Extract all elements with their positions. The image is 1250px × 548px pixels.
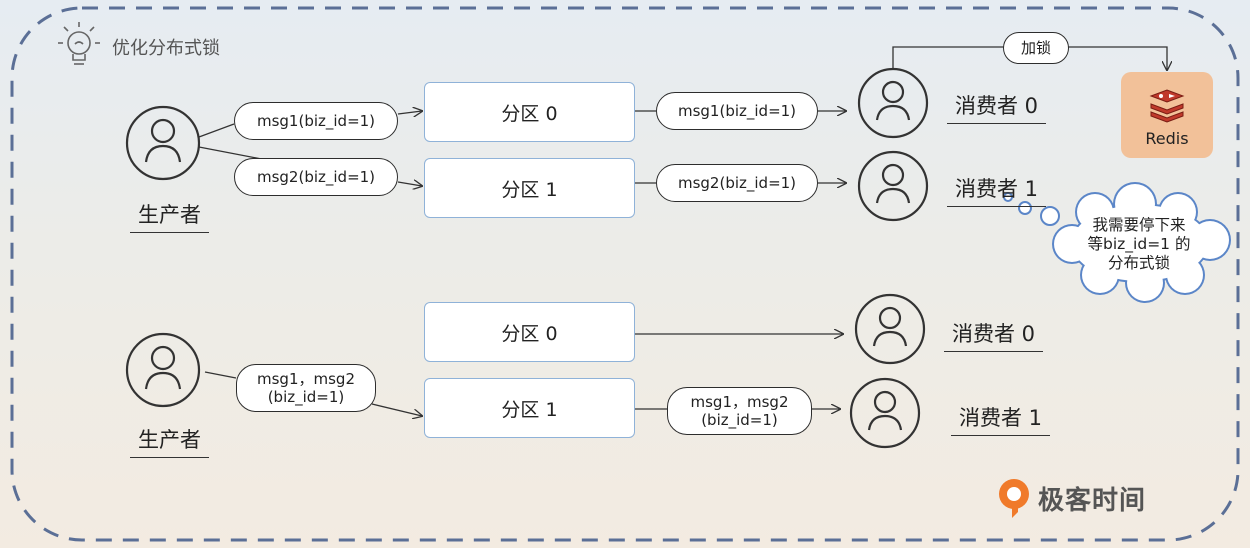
user-icon bbox=[125, 105, 201, 181]
thought-line: 等biz_id=1 的 bbox=[1087, 234, 1191, 253]
message-line: (biz_id=1) bbox=[267, 388, 345, 406]
redis-node: Redis bbox=[1121, 72, 1213, 158]
consumer-label: 消费者 1 bbox=[951, 402, 1051, 436]
consumer-label: 消费者 0 bbox=[947, 90, 1047, 124]
brand-name: 极客时间 bbox=[1038, 485, 1147, 516]
consumer-label: 消费者 1 bbox=[947, 173, 1047, 207]
message-pill: msg2(biz_id=1) bbox=[234, 158, 398, 196]
producer-label: 生产者 bbox=[130, 424, 209, 458]
redis-icon bbox=[1149, 89, 1185, 123]
user-icon bbox=[854, 293, 926, 365]
message-line: msg1，msg2 bbox=[690, 393, 789, 411]
consumer-label: 消费者 0 bbox=[944, 318, 1044, 352]
thought-dot bbox=[1003, 192, 1013, 202]
thought-line: 我需要停下来 bbox=[1092, 215, 1186, 234]
brand-logo: 极客时间 bbox=[996, 478, 1146, 518]
lightbulb-icon bbox=[58, 22, 100, 65]
thought-dot bbox=[1040, 206, 1060, 226]
user-icon bbox=[857, 67, 929, 139]
message-line: msg1，msg2 bbox=[257, 370, 355, 388]
user-icon bbox=[125, 332, 201, 408]
partition-box: 分区 1 bbox=[424, 158, 635, 218]
arrow bbox=[371, 403, 422, 416]
user-icon bbox=[849, 377, 921, 449]
message-pill: msg1(biz_id=1) bbox=[656, 92, 818, 130]
dashed-frame bbox=[10, 6, 1240, 542]
message-line: (biz_id=1) bbox=[701, 411, 778, 429]
partition-box: 分区 0 bbox=[424, 302, 635, 362]
lock-label: 加锁 bbox=[1003, 32, 1069, 64]
brand-logo-icon bbox=[999, 479, 1029, 518]
thought-line: 分布式锁 bbox=[1107, 253, 1170, 272]
page-title: 优化分布式锁 bbox=[112, 38, 220, 59]
arrow bbox=[198, 111, 422, 138]
message-pill: msg1，msg2 (biz_id=1) bbox=[667, 387, 812, 435]
partition-box: 分区 0 bbox=[424, 82, 635, 142]
lock-connector bbox=[892, 46, 1005, 69]
message-pill: msg1(biz_id=1) bbox=[234, 102, 398, 140]
thought-text: 我需要停下来 等biz_id=1 的 分布式锁 bbox=[1070, 202, 1208, 286]
user-icon bbox=[857, 150, 929, 222]
message-pill: msg2(biz_id=1) bbox=[656, 164, 818, 202]
partition-box: 分区 1 bbox=[424, 378, 635, 438]
producer-label: 生产者 bbox=[130, 199, 209, 233]
thought-dot bbox=[1018, 201, 1032, 215]
arrow bbox=[1068, 46, 1167, 70]
connector-line bbox=[204, 371, 237, 379]
thought-cloud bbox=[1052, 182, 1231, 303]
redis-label: Redis bbox=[1145, 129, 1189, 148]
message-pill: msg1，msg2 (biz_id=1) bbox=[236, 364, 376, 412]
